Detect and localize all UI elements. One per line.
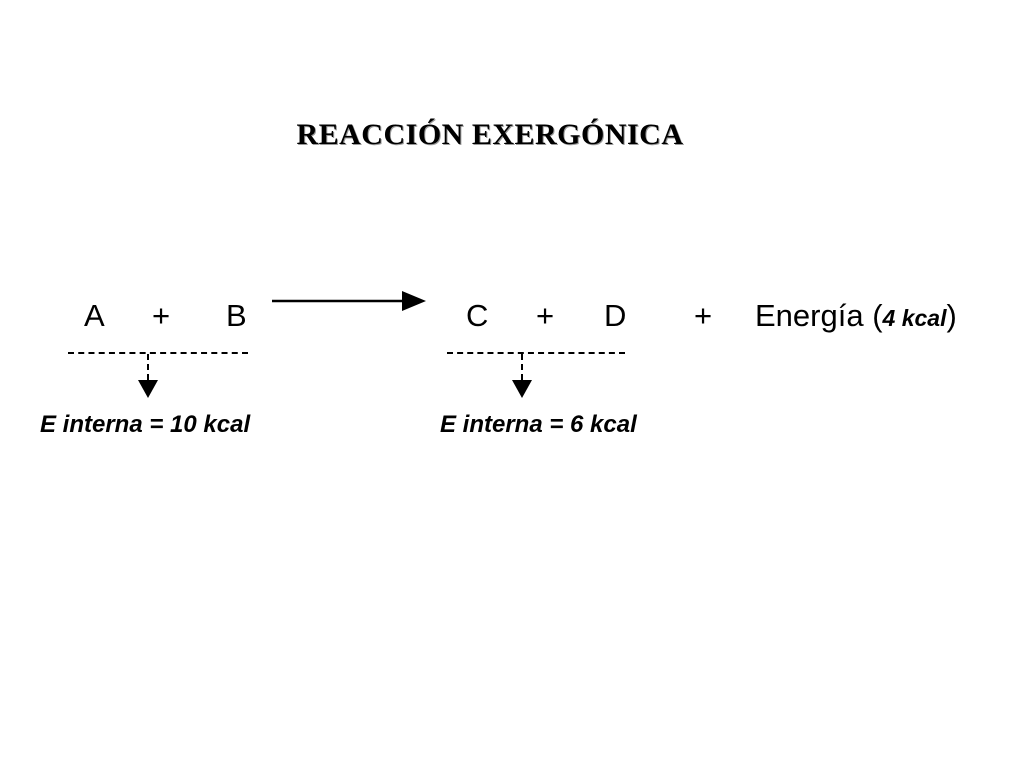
reactants-internal-energy: E interna = 10 kcal <box>40 411 251 438</box>
reactant-b: B <box>226 298 247 333</box>
energy-close-paren: ) <box>946 298 957 333</box>
reaction-arrow-icon <box>272 291 426 311</box>
reactant-a: A <box>84 298 105 333</box>
products-dashed-line <box>447 352 625 354</box>
products-down-arrow-icon <box>512 380 532 398</box>
energy-label: Energía ( <box>755 298 883 333</box>
product-d: D <box>604 298 627 333</box>
energy-amount: 4 kcal <box>882 305 947 331</box>
reactants-down-arrow-icon <box>138 380 158 398</box>
energy-released: Energía (4 kcal) <box>755 296 957 338</box>
reactants-dashed-line <box>68 352 248 354</box>
products-internal-energy: E interna = 6 kcal <box>440 411 637 438</box>
products-plus: + <box>536 298 555 333</box>
reactants-dashed-pointer <box>147 354 149 380</box>
products-dashed-pointer <box>521 354 523 380</box>
diagram-title: REACCIÓN EXERGÓNICA <box>296 118 684 151</box>
product-c: C <box>466 298 489 333</box>
reactants-plus: + <box>152 298 171 333</box>
energy-plus: + <box>694 298 713 333</box>
